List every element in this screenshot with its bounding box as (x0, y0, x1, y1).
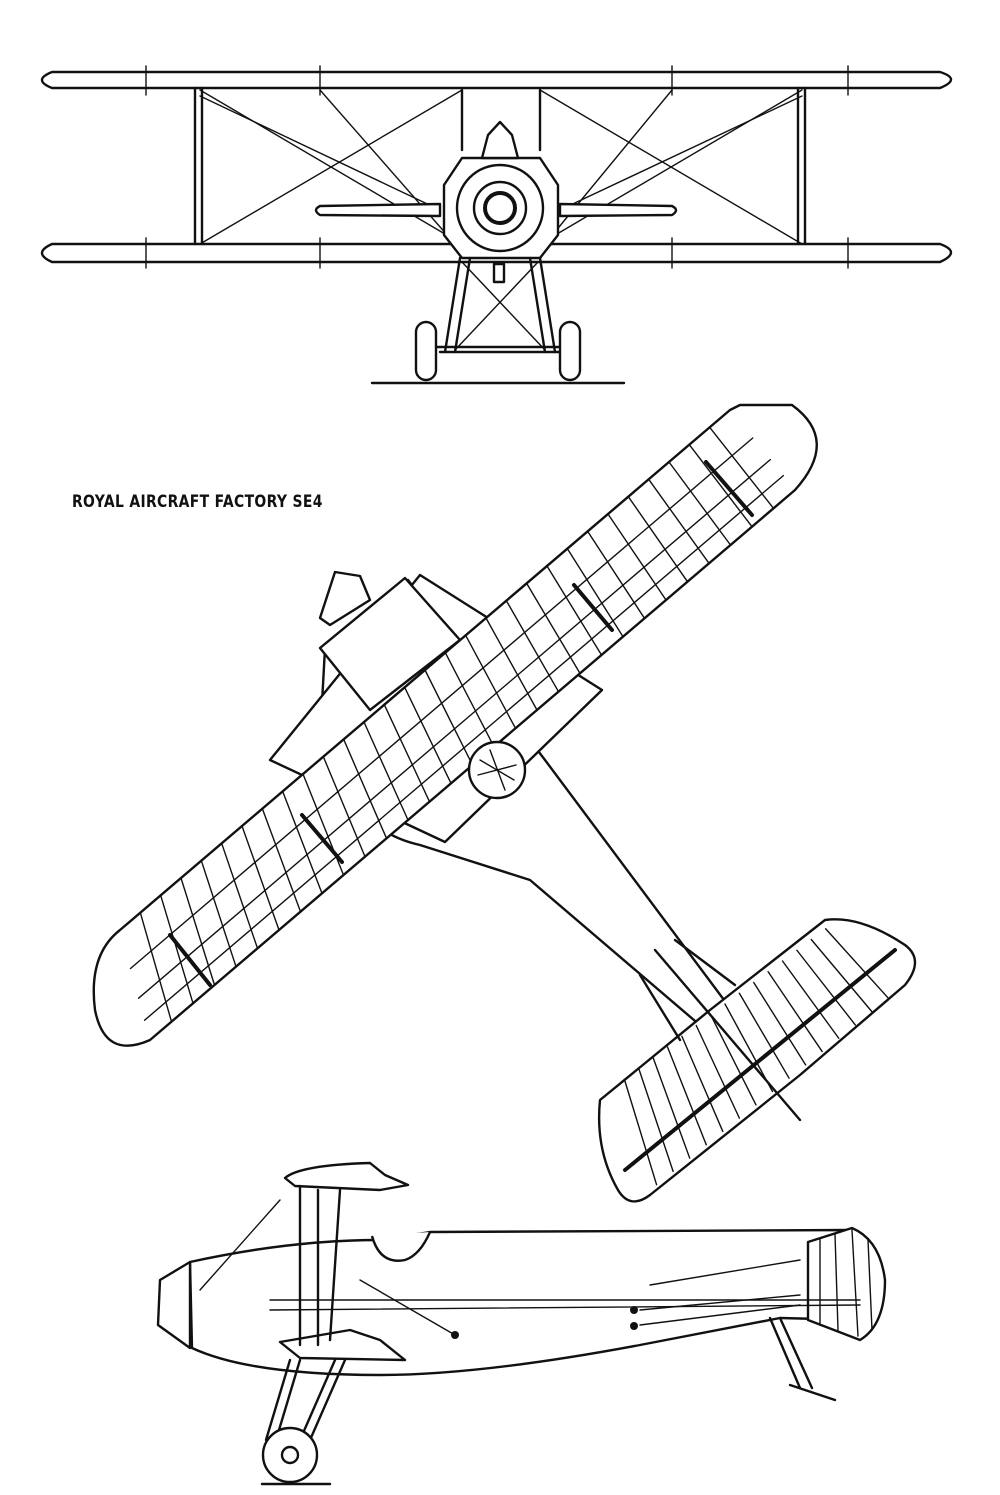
wing-rib (241, 825, 280, 931)
propeller-hub (483, 191, 517, 225)
tailplane-rib (709, 1014, 757, 1106)
tailplane-rib (695, 1024, 741, 1119)
wing-rib (139, 911, 173, 1023)
wing-rib (383, 703, 431, 803)
wing-rib (688, 443, 753, 528)
longerons (199, 1199, 861, 1336)
undercarriage-side (264, 1358, 347, 1442)
interplane-struts-side (298, 1184, 342, 1347)
wheel-right (558, 320, 582, 382)
lower-wing-side (278, 1328, 407, 1362)
wing-spar (129, 437, 754, 970)
wing-spar (143, 474, 784, 1021)
wing-rib (505, 599, 560, 693)
wing-rib (668, 461, 732, 546)
wing-rib (180, 877, 216, 986)
tailplane-rib (666, 1046, 707, 1146)
wing-rib (627, 495, 689, 583)
wing-rib (444, 651, 495, 748)
cowling-inner-ring (472, 180, 528, 236)
tailplane-rib (781, 960, 840, 1039)
drawing-caption: ROYAL AIRCRAFT FACTORY SE4 (72, 492, 323, 512)
wing-rib (566, 547, 624, 638)
wing-rib (281, 790, 323, 895)
upper-wing-side (283, 1161, 410, 1192)
tail-struts-plan (638, 938, 802, 1122)
wing-rib (342, 738, 388, 840)
rudder-ribs (819, 1229, 873, 1337)
tailplane-rib (753, 981, 807, 1066)
wing-rib (363, 721, 409, 821)
nose-cone-side (156, 1260, 192, 1350)
tailplane-ribs (623, 928, 890, 1186)
undercarriage-front (426, 256, 574, 354)
front-view (40, 65, 953, 385)
bracing-wires (199, 89, 803, 245)
wing-rib (464, 634, 517, 730)
wing-rib (261, 807, 302, 913)
tailplane-rib (796, 949, 857, 1026)
wheel-hub-side (280, 1445, 300, 1465)
wing-rib (159, 894, 194, 1005)
wing-rib (607, 513, 667, 601)
wheel-left (414, 320, 438, 382)
cowl-scoop (318, 570, 372, 627)
wing-spar (137, 458, 771, 999)
cockpit-detail (477, 749, 517, 791)
aileron-hinges (168, 460, 754, 987)
wing-rib (322, 755, 366, 858)
main-wing-plan (92, 403, 818, 1047)
wing-rib (546, 565, 603, 656)
centre-airfoil-right (558, 202, 678, 218)
elevator-hinge (623, 948, 897, 1172)
tailplane-rib (738, 992, 790, 1079)
upper-wing-front (40, 70, 953, 90)
tailplane-rib (652, 1057, 691, 1159)
wing-ribs (129, 426, 784, 1023)
cockpit-cutout-side (370, 1231, 432, 1262)
cowling-ring (455, 163, 545, 253)
wing-rib (220, 842, 259, 950)
plan-view (92, 403, 917, 1203)
tail-skid-front (492, 262, 506, 284)
wing-rib (200, 859, 237, 968)
tailplane-rib (767, 971, 823, 1053)
wing-rib (525, 582, 581, 675)
wing-rib-ticks (145, 65, 849, 269)
tail-skid-side (768, 1316, 837, 1402)
tailplane-rib (810, 938, 873, 1013)
tailplane-rib (623, 1078, 658, 1186)
wing-rib (403, 686, 452, 785)
centre-airfoil-left (314, 202, 442, 218)
rudder-side (806, 1226, 887, 1342)
tailplane-rib (824, 928, 890, 1000)
undercarriage-bracing (454, 261, 546, 351)
interplane-struts (193, 86, 807, 246)
wing-rib (424, 669, 474, 766)
fuselage-side (188, 1228, 862, 1377)
wing-rib (647, 478, 710, 565)
wing-rib (708, 426, 775, 510)
wing-rib (485, 617, 538, 711)
tailplane-rib (638, 1067, 674, 1173)
wing-rib (586, 530, 646, 620)
pilot-headrest-front (480, 120, 520, 160)
tailplane-rib (681, 1035, 724, 1133)
wheel-side (261, 1426, 319, 1484)
